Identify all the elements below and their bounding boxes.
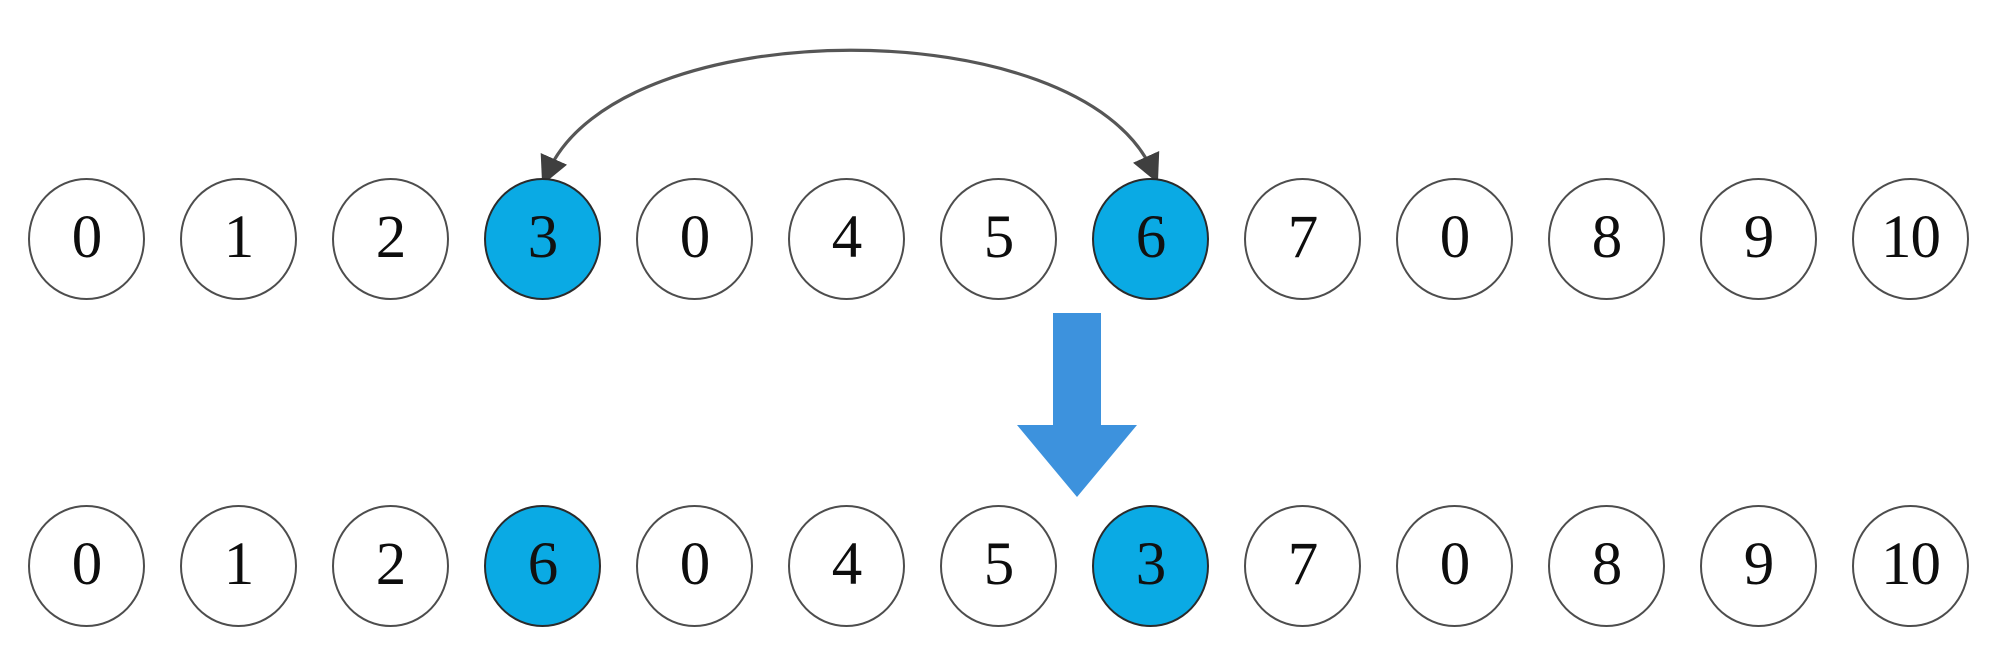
array-cell-before-6: 5	[940, 178, 1057, 300]
array-cell-before-9: 0	[1396, 178, 1513, 300]
array-cell-label: 0	[71, 530, 102, 598]
array-cell-before-8: 7	[1244, 178, 1361, 300]
array-cell-before-5: 4	[788, 178, 905, 300]
array-cell-label: 2	[375, 203, 406, 271]
array-cell-label: 1	[223, 530, 254, 598]
array-cell-label: 9	[1743, 530, 1774, 598]
array-cell-after-7: 3	[1092, 505, 1209, 627]
array-cell-after-0: 0	[28, 505, 145, 627]
array-cell-before-11: 9	[1700, 178, 1817, 300]
array-cell-label: 10	[1881, 530, 1941, 598]
array-cell-after-4: 0	[636, 505, 753, 627]
array-cell-after-6: 5	[940, 505, 1057, 627]
array-cell-label: 8	[1591, 203, 1622, 271]
array-cell-label: 1	[223, 203, 254, 271]
array-cell-label: 7	[1287, 203, 1318, 271]
array-cell-before-2: 2	[332, 178, 449, 300]
array-cell-before-0: 0	[28, 178, 145, 300]
array-cell-label: 0	[679, 530, 710, 598]
array-cell-before-10: 8	[1548, 178, 1665, 300]
array-cell-label: 4	[831, 203, 862, 271]
array-cell-label: 5	[983, 530, 1014, 598]
array-cell-label: 0	[679, 203, 710, 271]
array-cell-after-3: 6	[484, 505, 601, 627]
array-cell-after-11: 9	[1700, 505, 1817, 627]
array-cell-label: 5	[983, 203, 1014, 271]
array-cell-label: 6	[1135, 203, 1166, 271]
array-cell-before-7: 6	[1092, 178, 1209, 300]
array-cell-after-1: 1	[180, 505, 297, 627]
array-cell-after-5: 4	[788, 505, 905, 627]
array-cell-before-1: 1	[180, 178, 297, 300]
array-cell-label: 3	[1135, 530, 1166, 598]
array-cell-before-4: 0	[636, 178, 753, 300]
array-cell-label: 2	[375, 530, 406, 598]
array-cell-label: 3	[527, 203, 558, 271]
array-cell-label: 7	[1287, 530, 1318, 598]
array-cell-after-9: 0	[1396, 505, 1513, 627]
array-cell-label: 0	[1439, 530, 1470, 598]
array-cell-label: 9	[1743, 203, 1774, 271]
array-cell-label: 10	[1881, 203, 1941, 271]
array-row-before: 0 1 2 3 0 4 5 6 7 0 8 9 10	[0, 178, 2008, 300]
array-cell-label: 6	[527, 530, 558, 598]
array-cell-before-3: 3	[484, 178, 601, 300]
array-cell-label: 0	[71, 203, 102, 271]
array-cell-after-12: 10	[1852, 505, 1969, 627]
array-cell-after-8: 7	[1244, 505, 1361, 627]
array-cell-label: 0	[1439, 203, 1470, 271]
array-cell-after-10: 8	[1548, 505, 1665, 627]
array-cell-label: 4	[831, 530, 862, 598]
array-cell-before-12: 10	[1852, 178, 1969, 300]
array-cell-label: 8	[1591, 530, 1622, 598]
array-cell-after-2: 2	[332, 505, 449, 627]
swap-arc	[540, 48, 1160, 186]
